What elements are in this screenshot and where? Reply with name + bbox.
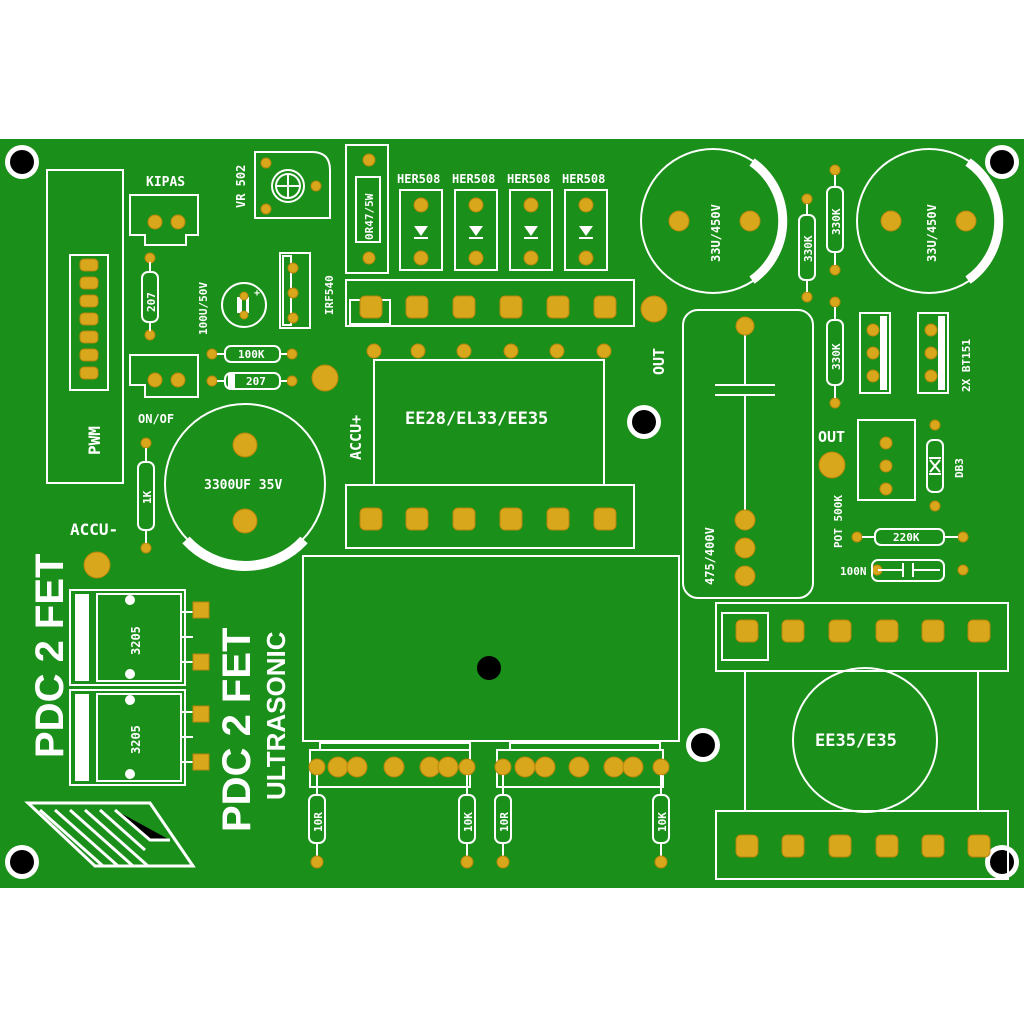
r1k-label: 1K (141, 490, 154, 504)
mount-hole-top-left (5, 145, 39, 179)
onoff-connector (129, 354, 199, 398)
cap-33u-a (640, 148, 788, 294)
vr502-knob (271, 169, 305, 203)
r0r47-label: 0R47/5W (363, 193, 376, 240)
resistor-330k-b (826, 164, 844, 276)
resistor-220k (851, 528, 969, 546)
irf540-label: IRF540 (323, 275, 336, 315)
heatsink-hole (477, 656, 501, 680)
cap-475-label: 475/400V (703, 527, 717, 585)
cap-475-400v (682, 309, 814, 599)
out-right-label: OUT (818, 428, 845, 446)
fet-3205-1 (69, 589, 210, 686)
logo-mark (24, 801, 196, 868)
trafo-ee35 (715, 602, 1009, 880)
resistor-330k-a (798, 193, 816, 303)
r207-a-label: 207 (145, 292, 158, 312)
svg-text:+: + (254, 288, 260, 299)
resistor-10r-b (494, 775, 512, 869)
heatsink (302, 555, 680, 742)
fet1-label: 3205 (129, 626, 143, 655)
cap-3300uf (164, 403, 326, 571)
onoff-label: ON/OF (138, 412, 174, 426)
r100k-label: 100K (238, 348, 265, 361)
bt151-pair (859, 312, 949, 394)
vr502-body (254, 151, 331, 219)
pwm-header-pads (69, 254, 109, 391)
cap-100n (871, 559, 969, 582)
out-right-pad (818, 451, 846, 479)
pot-500k-body (857, 419, 916, 501)
r0r47-outline (345, 144, 389, 274)
r330k-a-label: 330K (802, 235, 815, 262)
pwm-label: PWM (85, 426, 104, 455)
trafo-ee28-label: EE28/EL33/EE35 (405, 409, 548, 429)
resistor-10k-b (652, 775, 670, 869)
mount-hole-center-upper (627, 405, 661, 439)
her508-label-1: HER508 (397, 172, 440, 186)
r10k-a-label: 10K (462, 812, 475, 832)
resistor-100k (206, 345, 298, 363)
cap-3300-label: 3300UF 35V (204, 478, 282, 493)
mount-hole-bottom-left (5, 845, 39, 879)
mount-hole-top-right (985, 145, 1019, 179)
subtitle: ULTRASONIC (261, 631, 291, 800)
fet-3205-2 (69, 689, 210, 786)
title-side: PDC 2 FET (215, 628, 259, 832)
trafo-ee28-top-pins (345, 279, 635, 327)
her508-label-3: HER508 (507, 172, 550, 186)
mount-hole-center-lower (686, 728, 720, 762)
title-main: PDC 2 FET (28, 554, 72, 758)
cap-33u-a-label: 33U/450V (709, 204, 723, 262)
r10k-b-label: 10K (656, 812, 669, 832)
cap-100u-label: 100U/50V (197, 282, 210, 335)
resistor-207-a (141, 252, 159, 341)
accu-plus-label: ACCU+ (347, 415, 365, 460)
r10r-b-label: 10R (498, 812, 511, 832)
trafo-ee35-label: EE35/E35 (815, 731, 897, 751)
pwm-outline (46, 169, 124, 484)
bt151-label: 2X BT151 (960, 339, 973, 392)
r220k-label: 220K (893, 531, 920, 544)
resistor-330k-c (826, 296, 844, 409)
diac-db3 (926, 419, 944, 512)
irf540-body (279, 252, 311, 329)
c100n-label: 100N (840, 565, 867, 578)
db3-label: DB3 (953, 458, 966, 478)
accu-minus-pad (83, 551, 111, 579)
r330k-b-label: 330K (830, 208, 843, 235)
accu-minus-label: ACCU- (70, 520, 118, 539)
diode-207-b (206, 372, 298, 390)
resistor-10r-a (308, 775, 326, 869)
cap-33u-b (856, 148, 1004, 294)
r330k-c-label: 330K (830, 343, 843, 370)
accu-plus-pad (311, 364, 339, 392)
her508-diodes (399, 189, 608, 271)
vr502-label: VR 502 (234, 165, 248, 208)
r10r-a-label: 10R (312, 812, 325, 832)
kipas-label: KIPAS (146, 175, 185, 190)
out-top-pad (640, 295, 668, 323)
r207-b-label: 207 (246, 375, 266, 388)
trafo-ee28-body (345, 343, 635, 549)
pot500k-label: POT 500K (832, 495, 845, 548)
fet2-label: 3205 (129, 725, 143, 754)
cap-100u: + (221, 282, 267, 328)
her508-label-4: HER508 (562, 172, 605, 186)
bottom-left-fet-pads (308, 742, 476, 788)
resistor-10k-a (458, 775, 476, 869)
cap-33u-b-label: 33U/450V (925, 204, 939, 262)
her508-label-2: HER508 (452, 172, 495, 186)
kipas-connector (129, 194, 199, 246)
resistor-1k (137, 437, 155, 554)
out-top-label: OUT (650, 348, 668, 375)
bottom-right-fet-pads (494, 742, 670, 788)
